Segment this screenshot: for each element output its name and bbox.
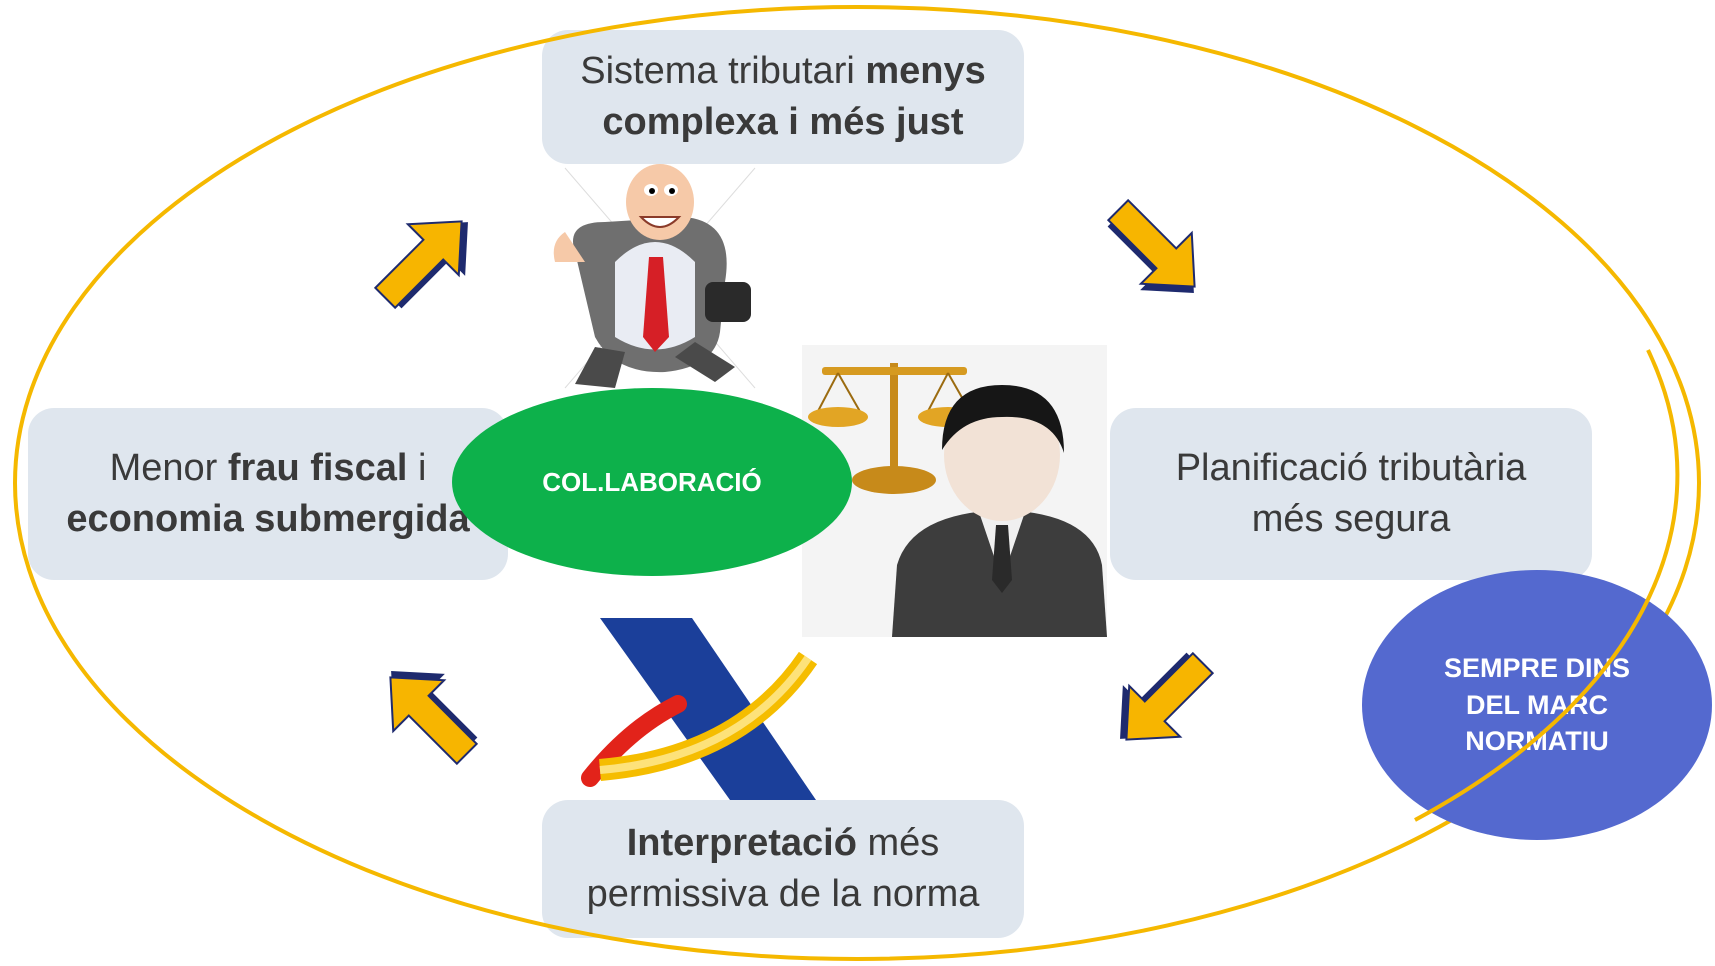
box-left-b2: economia submergida: [66, 498, 470, 540]
box-safer-planning: Planificació tributària més segura: [1110, 408, 1592, 580]
box-left-t2: i: [407, 446, 427, 489]
regulatory-framework-ellipse: SEMPRE DINS DEL MARC NORMATIU: [1362, 570, 1712, 840]
arrow-icon: [361, 644, 497, 781]
collaboration-ellipse: COL.LABORACIÓ: [452, 388, 852, 576]
arrow-icon: [358, 192, 495, 328]
box-left-b1: frau fiscal: [227, 446, 408, 489]
collaboration-label: COL.LABORACIÓ: [542, 466, 762, 497]
box-right-text: Planificació tributària més segura: [1175, 446, 1527, 540]
box-less-fraud: Menor frau fiscal i economia submergida: [28, 408, 508, 580]
box-bottom-bold: Interpretació: [626, 821, 857, 864]
box-top-text: Sistema tributari: [580, 49, 866, 92]
tax-agency-logo: [581, 618, 818, 800]
arrow-icon: [1088, 183, 1224, 320]
regulatory-framework-label: SEMPRE DINS DEL MARC NORMATIU: [1443, 653, 1631, 757]
arrow-icon: [1093, 633, 1230, 769]
box-simpler-tax-system: Sistema tributari menys complexa i més j…: [542, 30, 1024, 164]
box-permissive-interpretation: Interpretació més permissiva de la norma: [542, 800, 1024, 938]
businessman-illustration: [553, 164, 756, 389]
box-left-t1: Menor: [109, 446, 228, 489]
